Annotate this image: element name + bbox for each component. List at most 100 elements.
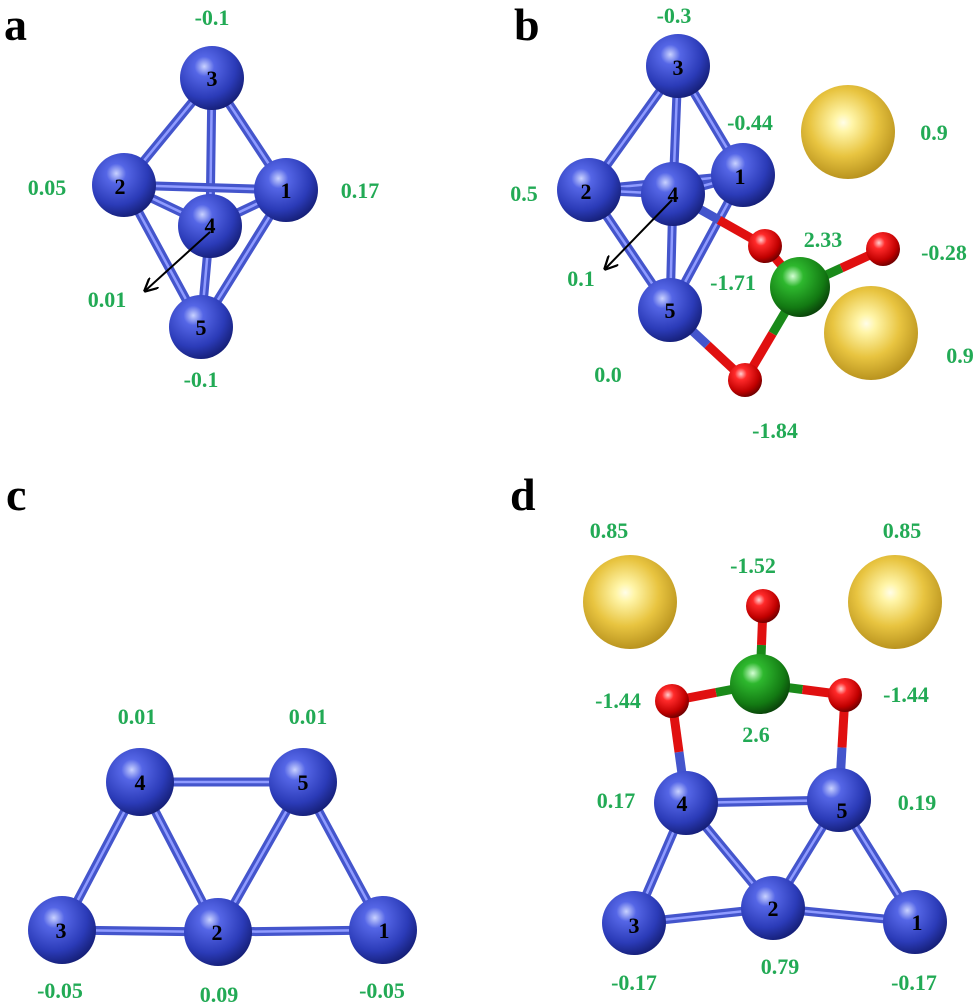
metal-atom (646, 34, 710, 98)
panel-b-charges: -0.44 0.5 -0.3 0.1 0.0 2.33 -1.71 -0.28 … (510, 3, 974, 443)
atom-index-3: 3 (629, 913, 640, 938)
panel-a-atoms (92, 46, 318, 359)
atom-index-4: 4 (668, 182, 679, 207)
atom-index-1: 1 (912, 910, 923, 935)
metal-atom (807, 768, 871, 832)
atom-index-2: 2 (581, 179, 592, 204)
charge-label-central-atom: 2.6 (742, 722, 770, 747)
charge-label-atom-1: -0.44 (727, 110, 773, 135)
charge-label-oxygen-right: -1.44 (883, 682, 929, 707)
metal-atom (184, 898, 252, 966)
metal-atom (711, 143, 775, 207)
displacement-arrow (146, 231, 211, 290)
atom-index-4: 4 (677, 791, 688, 816)
atom-index-5: 5 (665, 298, 676, 323)
panel-letter-c: c (6, 469, 26, 520)
counter-ion (801, 85, 895, 179)
metal-atom (602, 891, 666, 955)
oxygen-atom (748, 229, 782, 263)
charge-label-atom-3: -0.05 (37, 978, 83, 1003)
panel-b-atom-indices: 1 2 3 4 5 (581, 55, 746, 323)
charge-label-atom-5: -0.1 (184, 367, 219, 392)
charge-label-atom-3: -0.3 (657, 3, 692, 28)
charge-label-atom-1: -0.17 (891, 970, 937, 995)
charge-label-atom-5: 0.0 (594, 362, 622, 387)
oxygen-atom (828, 678, 862, 712)
panel-b: b (510, 0, 974, 443)
atom-index-5: 5 (837, 798, 848, 823)
atom-index-1: 1 (735, 164, 746, 189)
panel-a-charges: 0.17 0.05 -0.1 0.01 -0.1 (28, 5, 380, 392)
metal-atom (169, 295, 233, 359)
atom-index-4: 4 (135, 770, 146, 795)
atom-index-5: 5 (196, 315, 207, 340)
metal-atom (654, 771, 718, 835)
atom-index-1: 1 (281, 178, 292, 203)
charge-label-central-atom: 2.33 (804, 227, 843, 252)
atom-index-4: 4 (205, 213, 216, 238)
metal-atom (269, 748, 337, 816)
panel-a: a 1 2 3 4 5 0.17 0.0 (4, 0, 379, 392)
atom-index-2: 2 (768, 896, 779, 921)
displacement-arrow (606, 199, 673, 268)
panel-letter-d: d (510, 469, 536, 520)
oxygen-atom (655, 684, 689, 718)
panel-b-atoms (557, 34, 918, 397)
panel-letter-b: b (514, 0, 540, 50)
counter-ion (848, 555, 942, 649)
charge-label-ion-left: 0.85 (590, 518, 629, 543)
panel-d: d (510, 469, 947, 995)
central-atom (730, 654, 790, 714)
charge-label-atom-3: -0.1 (195, 5, 230, 30)
counter-ion (583, 555, 677, 649)
atom-index-3: 3 (673, 55, 684, 80)
charge-label-atom-5: 0.01 (289, 704, 328, 729)
metal-atom (741, 876, 805, 940)
panel-d-atom-indices: 1 2 3 4 5 (629, 791, 923, 938)
panel-c-atom-indices: 1 2 3 4 5 (56, 770, 390, 945)
oxygen-atom (728, 363, 762, 397)
metal-atom (92, 153, 156, 217)
metal-atom (641, 162, 705, 226)
panel-a-atom-indices: 1 2 3 4 5 (115, 66, 292, 340)
charge-label-atom-1: 0.17 (341, 178, 380, 203)
panel-c: c 1 2 3 4 5 -0.05 0.09 -0.05 (6, 469, 417, 1006)
panel-c-charges: -0.05 0.09 -0.05 0.01 0.01 (37, 704, 405, 1006)
counter-ion (824, 286, 918, 380)
charge-label-atom-5: 0.19 (898, 790, 937, 815)
central-atom (770, 257, 830, 317)
charge-label-atom-4: 0.01 (118, 704, 157, 729)
metal-atom (178, 194, 242, 258)
charge-label-oxygen-top: -1.52 (730, 553, 776, 578)
metal-atom (557, 158, 621, 222)
metal-atom (28, 896, 96, 964)
charge-label-atom-3: -0.17 (611, 970, 657, 995)
oxygen-atom (746, 589, 780, 623)
panel-letter-a: a (4, 0, 27, 50)
charge-label-atom-1: -0.05 (359, 978, 405, 1003)
charge-label-oxygen-left: -1.44 (595, 688, 641, 713)
metal-atom (254, 158, 318, 222)
atom-index-5: 5 (298, 770, 309, 795)
panel-c-atoms (28, 748, 417, 966)
metal-atom (883, 890, 947, 954)
metal-atom (349, 896, 417, 964)
charge-label-atom-2: 0.79 (761, 954, 800, 979)
charge-label-atom-4: 0.1 (567, 266, 595, 291)
charge-label-atom-4: 0.17 (597, 788, 636, 813)
charge-label-oxygen-right: -0.28 (921, 240, 967, 265)
charge-label-oxygen-top: -1.71 (710, 270, 756, 295)
metal-atom (180, 46, 244, 110)
atom-index-2: 2 (212, 920, 223, 945)
charge-label-atom-2: 0.05 (28, 175, 67, 200)
panel-d-charges: -0.17 0.79 -0.17 0.17 0.19 2.6 -1.52 -1.… (590, 518, 937, 995)
charge-label-ion-top: 0.9 (920, 120, 948, 145)
metal-atom (106, 748, 174, 816)
oxygen-atom (866, 232, 900, 266)
atom-index-1: 1 (379, 918, 390, 943)
charge-label-atom-2: 0.5 (510, 181, 538, 206)
panel-d-atoms (583, 555, 947, 955)
charge-label-ion-right: 0.85 (883, 518, 922, 543)
charge-label-atom-4: 0.01 (88, 287, 127, 312)
